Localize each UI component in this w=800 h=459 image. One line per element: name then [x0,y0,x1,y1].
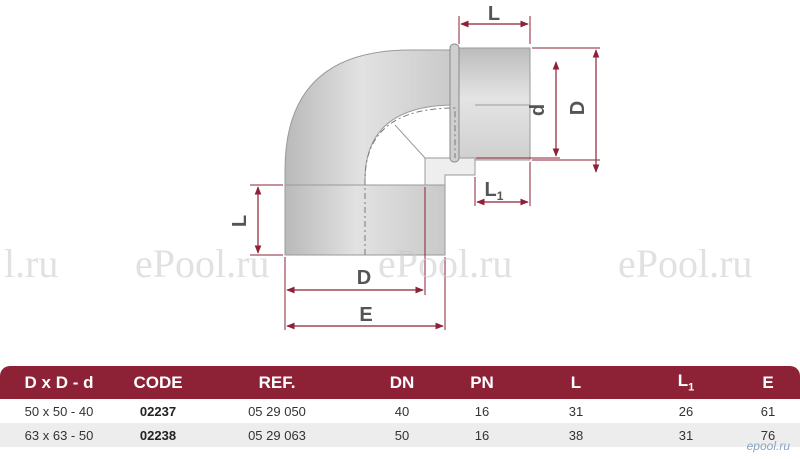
table-cell: 63 x 63 - 50 [24,427,94,443]
header-cell: DN [389,372,415,392]
table-cell: 38 [568,427,584,443]
header-cell: L1 [636,366,736,399]
table-header-row: D x D - d CODE REF. DN PN L L1 E [0,366,800,399]
header-cell: E [762,372,774,392]
table-cell: 31 [568,403,584,419]
label-d: d [527,104,549,116]
watermark-corner: epool.ru [746,439,790,453]
header-cell: CODE [133,372,183,392]
table-cell: 16 [474,403,490,419]
header-cell: L [570,372,582,392]
inner-bore-line [394,124,426,159]
watermark-text: l.ru [4,241,59,286]
label-L1-sub: 1 [497,189,504,203]
table-cell: 02237 [139,403,177,419]
header-L1: L [677,371,689,391]
ring-bead [449,43,460,163]
table-cell: 50 x 50 - 40 [24,403,94,419]
label-D-right: D [567,101,589,115]
table-cell: 40 [394,403,410,419]
label-E: E [359,304,372,326]
table-cell: 05 29 050 [248,403,306,419]
table-cell: 50 [394,427,410,443]
inner-wall [424,157,476,186]
header-L1-sub: 1 [688,381,695,394]
table-cell: 61 [760,403,776,419]
table-row: 50 x 50 - 40 02237 05 29 050 40 16 31 26… [0,399,800,423]
table-row: 63 x 63 - 50 02238 05 29 063 50 16 38 31… [0,423,800,447]
product-table: D x D - d CODE REF. DN PN L L1 E 50 x 50… [0,366,800,447]
elbow-fitting-drawing: L D d L1 L D E [229,3,600,330]
table-cell: 02238 [139,427,177,443]
watermark-text: ePool.ru [618,241,753,286]
header-cell: D x D - d [24,372,94,392]
label-top-L: L [488,3,500,25]
label-L1: L1 [485,179,504,203]
header-cell: PN [470,372,494,392]
table-cell: 26 [678,403,694,419]
table-cell: 16 [474,427,490,443]
table-cell: 05 29 063 [248,427,306,443]
watermark-text: ePool.ru [135,241,270,286]
table-cell: 31 [678,427,694,443]
label-left-L: L [229,215,251,227]
hidden-line [364,107,456,255]
horizontal-socket [454,47,531,161]
table-cell: 76 [760,427,776,443]
header-cell: REF. [258,372,296,392]
label-bottom-D: D [357,267,371,289]
watermark-text: ePool.ru [378,241,513,286]
